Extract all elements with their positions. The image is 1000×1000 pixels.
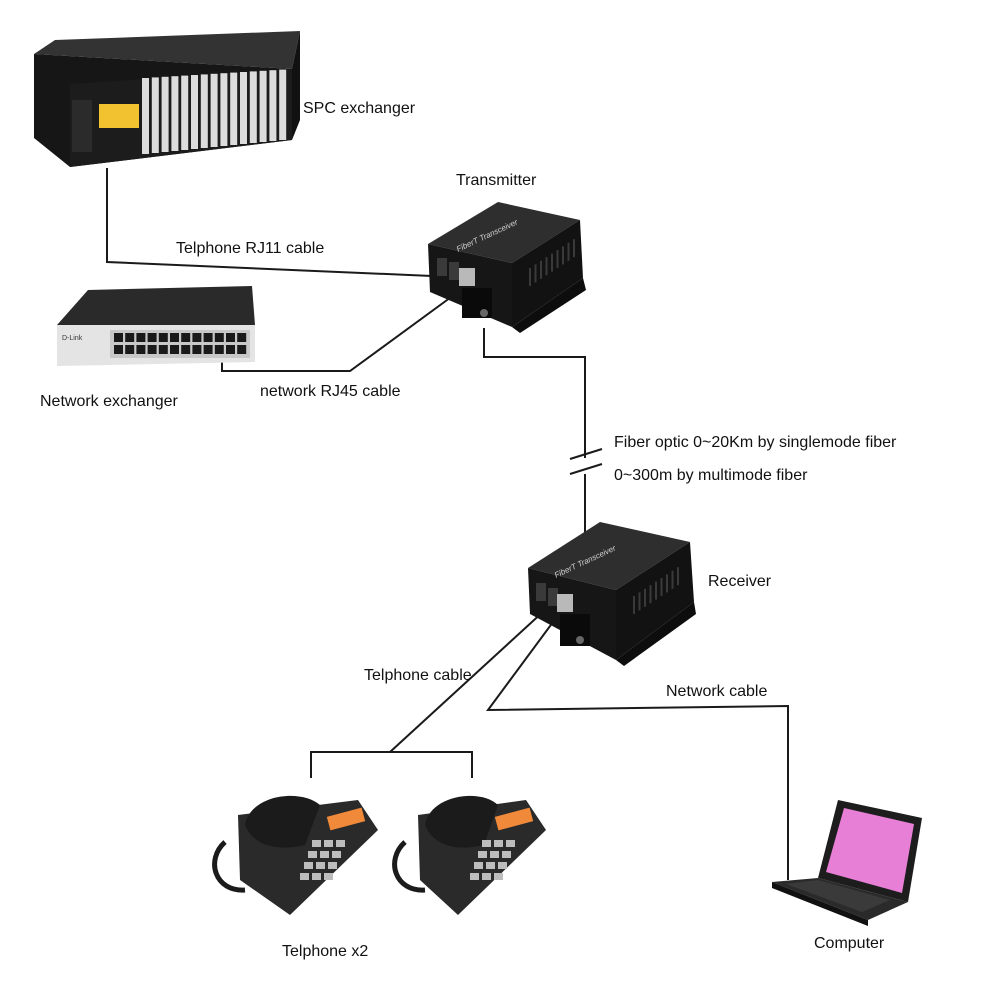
rj45-cable-line	[221, 291, 459, 372]
switch-port	[181, 345, 191, 354]
switch-port	[192, 333, 202, 342]
telphone-split-line	[310, 751, 473, 778]
spc-slot	[200, 74, 208, 148]
telephone-key	[482, 873, 491, 880]
telephone-key	[474, 862, 483, 869]
switch-port	[114, 345, 123, 354]
telephone-key	[494, 840, 503, 847]
switch-port	[214, 345, 224, 354]
telephone-key	[498, 862, 507, 869]
telephone-2-keypad	[470, 840, 515, 880]
switch-port	[226, 333, 235, 342]
telephone-key	[490, 851, 499, 858]
telphone-cable-line	[389, 609, 546, 753]
switch-port	[147, 345, 157, 354]
spc-slot	[220, 73, 228, 146]
telephone-key	[312, 840, 321, 847]
telephone-key	[494, 873, 503, 880]
telephone-key	[328, 862, 337, 869]
spc-slot	[151, 77, 159, 153]
telephone-key	[300, 873, 309, 880]
telephone-key	[308, 851, 317, 858]
receiver-device: FiberT Transceiver	[528, 522, 696, 666]
switch-port	[237, 333, 247, 342]
telephone-key	[320, 851, 329, 858]
multimode-fiber-label: 0~300m by multimode fiber	[614, 467, 808, 484]
telephone-2	[392, 795, 546, 915]
cables	[106, 168, 789, 880]
telephone-key	[316, 862, 325, 869]
telephone-key	[482, 840, 491, 847]
telephone-1	[212, 795, 378, 915]
transmitter-vents	[529, 239, 575, 286]
spc-slot	[259, 70, 267, 142]
telephone-key	[486, 862, 495, 869]
spc-exchanger-device	[34, 31, 300, 167]
switch-brand-text: D-Link	[62, 335, 83, 342]
switch-port	[158, 333, 168, 342]
spc-line-card-slots	[142, 69, 287, 154]
switch-port	[170, 345, 179, 354]
telephone-key	[332, 851, 341, 858]
telephone-key	[324, 840, 333, 847]
switch-port	[147, 333, 157, 342]
telephone-key	[506, 840, 515, 847]
switch-port	[136, 345, 146, 354]
rj45-cable-label: network RJ45 cable	[260, 383, 401, 400]
fiber-optic-label: Fiber optic 0~20Km by singlemode fiber	[614, 434, 897, 451]
telphones-label: Telphone x2	[282, 943, 369, 960]
spc-slot	[181, 75, 189, 150]
transmitter-label: Transmitter	[456, 172, 537, 189]
telephone-key	[304, 862, 313, 869]
spc-slot	[269, 70, 277, 141]
rj11-cable-label: Telphone RJ11 cable	[176, 240, 325, 257]
spc-slot	[249, 71, 257, 143]
telephone-key	[502, 851, 511, 858]
network-exchanger-label: Network exchanger	[40, 393, 178, 410]
telphone-cable-label: Telphone cable	[364, 667, 472, 684]
switch-port	[181, 333, 191, 342]
switch-port-grid	[114, 333, 247, 354]
spc-slot	[240, 72, 247, 144]
telephone-key	[478, 851, 487, 858]
rj11-cable-line	[106, 168, 433, 277]
spc-slot	[142, 78, 149, 154]
spc-exchanger-label: SPC exchanger	[303, 100, 416, 117]
telephone-key	[324, 873, 333, 880]
telephone-1-keypad	[300, 840, 345, 880]
spc-slot	[279, 69, 287, 140]
switch-port	[203, 345, 213, 354]
switch-port	[136, 333, 146, 342]
telephone-key	[312, 873, 321, 880]
switch-port	[158, 345, 168, 354]
network-cable-line	[485, 617, 789, 880]
telephone-key	[470, 873, 479, 880]
telephone-key	[336, 840, 345, 847]
switch-port	[114, 333, 123, 342]
switch-port	[203, 333, 213, 342]
switch-port	[125, 333, 135, 342]
switch-port	[125, 345, 135, 354]
computer-label: Computer	[814, 935, 885, 952]
transmitter-device: FiberT Transceiver	[428, 202, 586, 333]
fiber-cable-upper	[483, 328, 586, 458]
switch-port	[214, 333, 224, 342]
computer-device	[772, 800, 922, 926]
spc-slot	[210, 73, 218, 147]
spc-slot	[191, 75, 198, 149]
network-exchanger-device: D-Link	[57, 286, 255, 366]
spc-slot	[171, 76, 179, 151]
receiver-label: Receiver	[708, 573, 772, 590]
switch-port	[226, 345, 235, 354]
network-cable-label: Network cable	[666, 683, 768, 700]
fiber-break-mark	[569, 448, 603, 475]
switch-port	[237, 345, 247, 354]
receiver-vents	[633, 567, 679, 614]
switch-port	[170, 333, 179, 342]
switch-port	[192, 345, 202, 354]
spc-slot	[230, 72, 238, 145]
spc-slot	[161, 76, 169, 152]
